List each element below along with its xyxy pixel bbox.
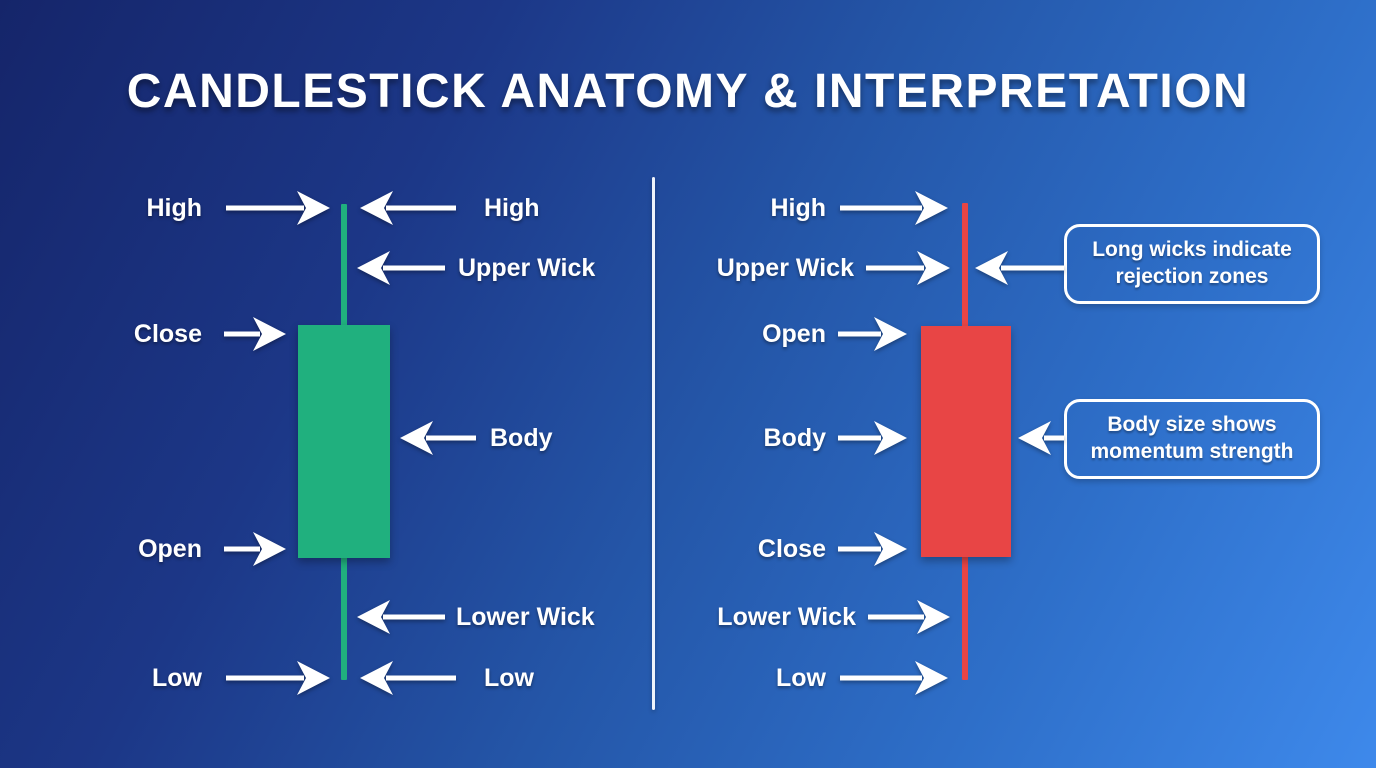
arrow-right-icon bbox=[840, 661, 948, 695]
label-upper-wick: Upper Wick bbox=[458, 254, 596, 282]
arrow-right-icon bbox=[226, 191, 330, 225]
label-low-right: Low bbox=[484, 664, 534, 692]
label-high: High bbox=[770, 194, 826, 222]
arrow-right-icon bbox=[866, 251, 950, 285]
label-lower-wick: Lower Wick bbox=[717, 603, 856, 631]
label-body: Body bbox=[490, 424, 553, 452]
arrow-right-icon bbox=[868, 600, 950, 634]
label-close: Close bbox=[133, 320, 202, 348]
label-low: Low bbox=[776, 664, 826, 692]
page-title: CANDLESTICK ANATOMY & INTERPRETATION bbox=[126, 65, 1250, 118]
label-open: Open bbox=[138, 535, 202, 563]
callout-rejection-zones: Long wicks indicate rejection zones bbox=[1064, 224, 1320, 304]
panel-divider bbox=[652, 177, 655, 710]
arrow-left-icon bbox=[360, 661, 456, 695]
label-lower-wick: Lower Wick bbox=[456, 603, 595, 631]
arrow-right-icon bbox=[838, 317, 907, 351]
arrow-right-icon bbox=[840, 191, 948, 225]
arrow-right-icon bbox=[224, 532, 286, 566]
label-open: Open bbox=[762, 320, 826, 348]
label-high-right: High bbox=[484, 194, 540, 222]
arrow-right-icon bbox=[224, 317, 286, 351]
label-upper-wick: Upper Wick bbox=[716, 254, 854, 282]
arrow-right-icon bbox=[226, 661, 330, 695]
arrow-left-icon bbox=[357, 251, 445, 285]
arrow-left-icon bbox=[357, 600, 445, 634]
arrow-left-icon bbox=[400, 421, 476, 455]
callout-momentum-strength: Body size shows momentum strength bbox=[1064, 399, 1320, 479]
bearish-candle-body bbox=[921, 326, 1011, 557]
arrow-left-icon bbox=[975, 251, 1064, 285]
arrow-right-icon bbox=[838, 532, 907, 566]
label-body: Body bbox=[763, 424, 827, 452]
label-low-left: Low bbox=[152, 664, 202, 692]
label-close: Close bbox=[757, 535, 826, 563]
label-high-left: High bbox=[146, 194, 202, 222]
arrow-left-icon bbox=[1018, 421, 1064, 455]
arrow-right-icon bbox=[838, 421, 907, 455]
bullish-candle-body bbox=[298, 325, 390, 558]
arrow-left-icon bbox=[360, 191, 456, 225]
